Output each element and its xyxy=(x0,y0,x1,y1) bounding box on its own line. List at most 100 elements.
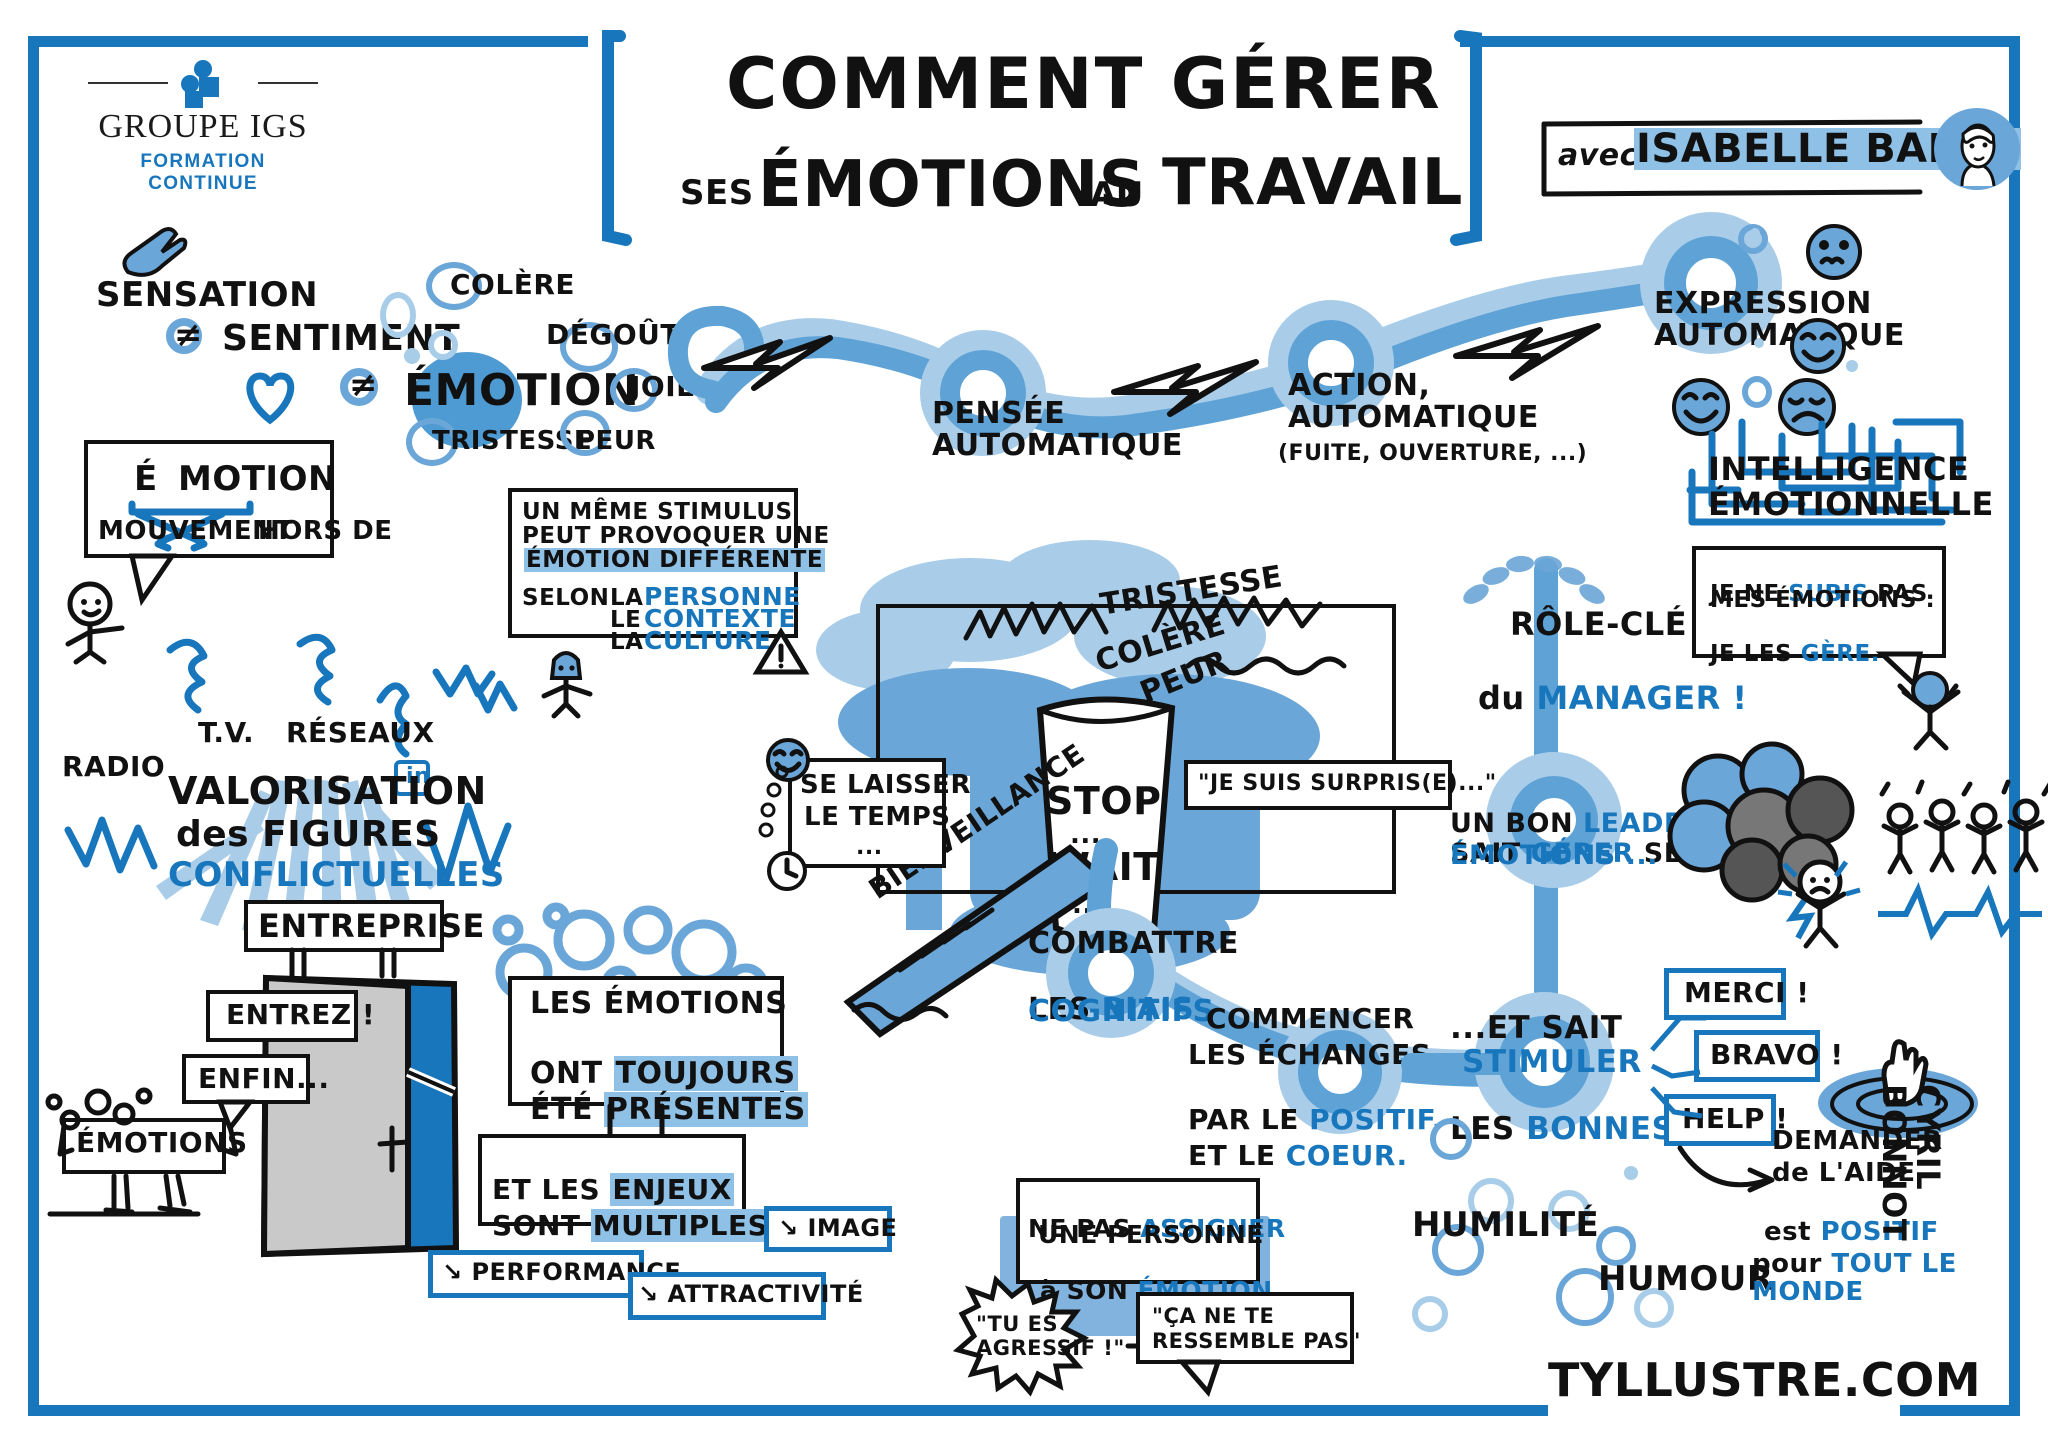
biais-l2-b: BIAIS xyxy=(1101,991,1195,1027)
assign-good-quote: "ÇA NE TE RESSEMBLE PAS" xyxy=(1152,1304,1361,1354)
smiley-face-happy-2 xyxy=(1672,378,1730,436)
crowd-figures xyxy=(1879,779,2048,875)
stimulus-line3: ÉMOTION DIFFÉRENTE xyxy=(524,547,826,573)
vocab-sentiment: SENTIMENT xyxy=(222,318,461,359)
stimulus-word-2: CONTEXTE xyxy=(644,604,797,633)
vocab-emotion: ÉMOTION xyxy=(404,365,640,416)
help-hand-icon xyxy=(1830,1039,1974,1132)
smiley-dot-a xyxy=(1754,338,1764,348)
manager-role-l2: du MANAGER ! xyxy=(1478,648,1747,715)
vocab-sensation: SENSATION xyxy=(96,275,319,315)
demander-arrow xyxy=(1677,1145,1775,1193)
speech-tail-bravo xyxy=(1650,1063,1701,1079)
entreprise-bubble-entrez-label: ENTREZ ! xyxy=(226,998,376,1031)
stimulus-line2: PEUT PROVOQUER UNE xyxy=(522,523,830,549)
demander-l3-b: POSITIF xyxy=(1820,1217,1939,1248)
emotions-stakes-l2: SONT MULTIPLES ! xyxy=(492,1182,794,1243)
stakes-b: ENJEUX xyxy=(610,1173,734,1207)
demander-l2: de L'AIDE xyxy=(1772,1158,1916,1188)
smiley-surprised-features xyxy=(1819,240,1849,265)
demander-l4-a: pour xyxy=(1752,1249,1832,1280)
logo-name: GROUPE IGS xyxy=(98,108,308,145)
demander-l1: DEMANDER xyxy=(1772,1126,1943,1156)
frame-top-left-border xyxy=(28,36,588,47)
emotion-etymology-horsde: HORS DE xyxy=(258,516,393,546)
distressed-figure xyxy=(1777,859,1861,949)
intelligence-quote-line2: MES ÉMOTIONS : xyxy=(1710,587,1936,613)
biais-l2-a: LES xyxy=(1028,991,1102,1027)
scatter-ring-4 xyxy=(1548,1190,1590,1232)
always-l2-a: ONT xyxy=(530,1055,614,1091)
clock-icon xyxy=(767,851,807,891)
chain-node-expression xyxy=(1664,236,1758,330)
help-label: HELP ! xyxy=(1682,1102,1789,1135)
commencer-l3-b: POSITIF, xyxy=(1309,1103,1443,1137)
entreprise-bubble-entrez xyxy=(206,990,358,1042)
media-tv: T.V. xyxy=(198,716,255,749)
commencer-l1: COMMENCER xyxy=(1206,1002,1415,1035)
frame-left-border xyxy=(28,36,39,1416)
merci-label: MERCI ! xyxy=(1684,976,1810,1009)
warning-triangle-icon xyxy=(752,627,810,675)
bravo-label: BRAVO ! xyxy=(1710,1038,1844,1071)
tag-attractivite-label: ↘ ATTRACTIVITÉ xyxy=(638,1280,864,1308)
entreprise-bubble-enfin xyxy=(182,1054,310,1104)
scatter-ring-7 xyxy=(1634,1288,1674,1328)
always-l3-a: ÉTÉ xyxy=(530,1091,604,1127)
page-title-line2-travail: TRAVAIL xyxy=(1162,146,1463,220)
node-stimuler-inner xyxy=(1498,1016,1590,1108)
intelligence-quote-line3: JE LES GÈRE. xyxy=(1710,618,1880,666)
media-radio: RADIO xyxy=(62,750,166,783)
biais-l3: COGNITIFS xyxy=(1028,994,1215,1029)
assign-l1-a: NE PAS xyxy=(1028,1214,1141,1244)
speaker-box-rules xyxy=(1541,119,1923,197)
frame-bottom-border xyxy=(28,1405,1548,1416)
stimuler-l3-b: BONNES xyxy=(1526,1110,1675,1147)
biais-l1: COMBATTRE xyxy=(1028,926,1239,961)
smiley-dot-c xyxy=(1750,228,1760,238)
bubble-joie xyxy=(610,368,658,412)
logo-subtitle: FORMATION CONTINUE xyxy=(140,151,266,194)
vocab-degout: DÉGOÛT xyxy=(546,318,680,351)
not-equal-symbol-1: ≠ xyxy=(174,315,203,355)
leader-l1-a: UN BON xyxy=(1450,808,1583,840)
frame-bottom-right-border xyxy=(1900,1405,2020,1416)
assign-bad-quote: "TU ES AGRESSIF !" xyxy=(976,1312,1125,1361)
emotions-character-sign xyxy=(62,1118,226,1174)
chain-label-pensee: PENSÉE AUTOMATIQUE xyxy=(932,396,1183,463)
humour-label: HUMOUR xyxy=(1598,1259,1774,1299)
linkedin-icon: in xyxy=(394,760,430,796)
etymology-cross-arrows xyxy=(128,500,254,552)
chain-label-expression: EXPRESSION AUTOMATIQUE xyxy=(1654,286,1905,353)
assign-l1: NE PAS ASSIGNER xyxy=(1028,1190,1286,1243)
quote-l1-c: PAS xyxy=(1868,581,1928,608)
emotions-stakes-l1: ET LES ENJEUX xyxy=(492,1146,734,1207)
time-smiley-icon xyxy=(766,738,810,782)
entreprise-sign-label: ENTREPRISE xyxy=(258,907,485,945)
quote-l3-a: JE LES xyxy=(1710,641,1801,668)
vocab-peur: PEUR xyxy=(576,426,656,456)
emotions-character-label: ÉMOTIONS xyxy=(76,1126,248,1159)
speech-tail-etymology xyxy=(128,553,177,607)
logo-rule-left xyxy=(88,82,168,84)
bubble-degout xyxy=(560,322,618,372)
smiley-bubble-b xyxy=(1742,376,1772,408)
stimulus-selon: SELON xyxy=(522,585,610,611)
quote-l1-b: SUBIS xyxy=(1788,581,1869,608)
page-title-line2-emotions: ÉMOTIONS xyxy=(758,148,1146,222)
page-title-line2-au: AU xyxy=(1090,175,1144,215)
bubble-dot-a xyxy=(404,348,420,364)
heartbeat-line xyxy=(1878,882,2042,941)
starburst-bubble xyxy=(952,1275,1090,1397)
speech-tail-intelligence xyxy=(1875,651,1924,689)
storm-jagged-edges-right xyxy=(1151,595,1347,676)
media-headline-line3: CONFLICTUELLES xyxy=(168,855,505,895)
tag-attractivite xyxy=(628,1272,826,1320)
igs-people-icon xyxy=(181,60,219,108)
intelligence-emotionnelle-label: INTELLIGENCE ÉMOTIONNELLE xyxy=(1708,450,1994,523)
assign-box xyxy=(1016,1178,1260,1284)
commencer-l3: PAR LE POSITIF, xyxy=(1188,1076,1443,1135)
demander-l3-a: est xyxy=(1764,1217,1821,1248)
biais-l2: LES BIAIS xyxy=(1028,962,1194,1025)
